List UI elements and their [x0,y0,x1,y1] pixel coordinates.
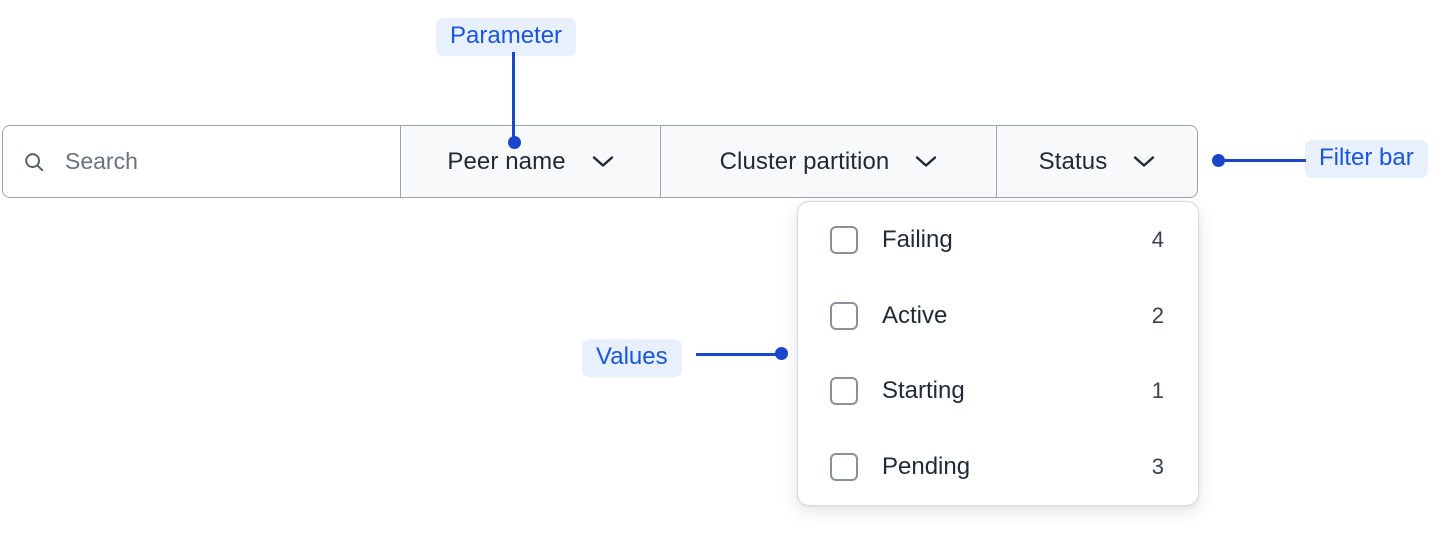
status-filter-dropdown-panel: Failing 4 Active 2 Starting 1 Pending 3 [797,201,1199,506]
chevron-down-icon [592,156,613,167]
filter-label-peer-name: Peer name [447,147,566,175]
annotation-leader-line-filter-bar [1224,159,1306,162]
annotation-dot-values [775,347,788,360]
checkbox-pending[interactable] [830,452,858,481]
filter-dropdown-cluster-partition[interactable]: Cluster partition [661,126,997,197]
chevron-down-icon [1134,156,1155,167]
option-label: Starting [882,377,965,405]
search-input[interactable] [63,141,373,182]
filter-bar: Peer name Cluster partition Status [2,125,1198,198]
filter-dropdown-status[interactable]: Status [997,126,1197,197]
search-icon [25,152,44,171]
annotation-leader-line-values [696,353,782,356]
list-item[interactable]: Active 2 [830,296,1164,336]
annotation-label-parameter: Parameter [436,18,577,56]
list-item[interactable]: Pending 3 [830,447,1164,487]
option-label: Pending [882,452,971,480]
annotation-dot-parameter [508,136,521,149]
checkbox-starting[interactable] [830,377,858,406]
chevron-down-icon [916,156,937,167]
option-label: Failing [882,226,953,253]
search-cell[interactable] [3,126,401,197]
option-count: 2 [1151,302,1164,328]
checkbox-failing[interactable] [830,226,858,254]
list-item[interactable]: Starting 1 [830,371,1164,411]
option-count: 3 [1151,453,1164,479]
annotation-dot-filter-bar [1212,154,1225,167]
option-count: 1 [1151,378,1164,404]
filter-label-cluster-partition: Cluster partition [719,147,890,175]
filter-label-status: Status [1038,147,1108,175]
option-count: 4 [1151,227,1164,252]
filter-dropdown-peer-name[interactable]: Peer name [401,126,661,197]
annotation-leader-line-parameter [512,52,515,144]
checkbox-active[interactable] [830,301,858,330]
option-label: Active [882,301,948,329]
annotation-label-filter-bar: Filter bar [1305,140,1428,178]
annotation-label-values: Values [582,339,682,377]
list-item[interactable]: Failing 4 [830,220,1164,260]
